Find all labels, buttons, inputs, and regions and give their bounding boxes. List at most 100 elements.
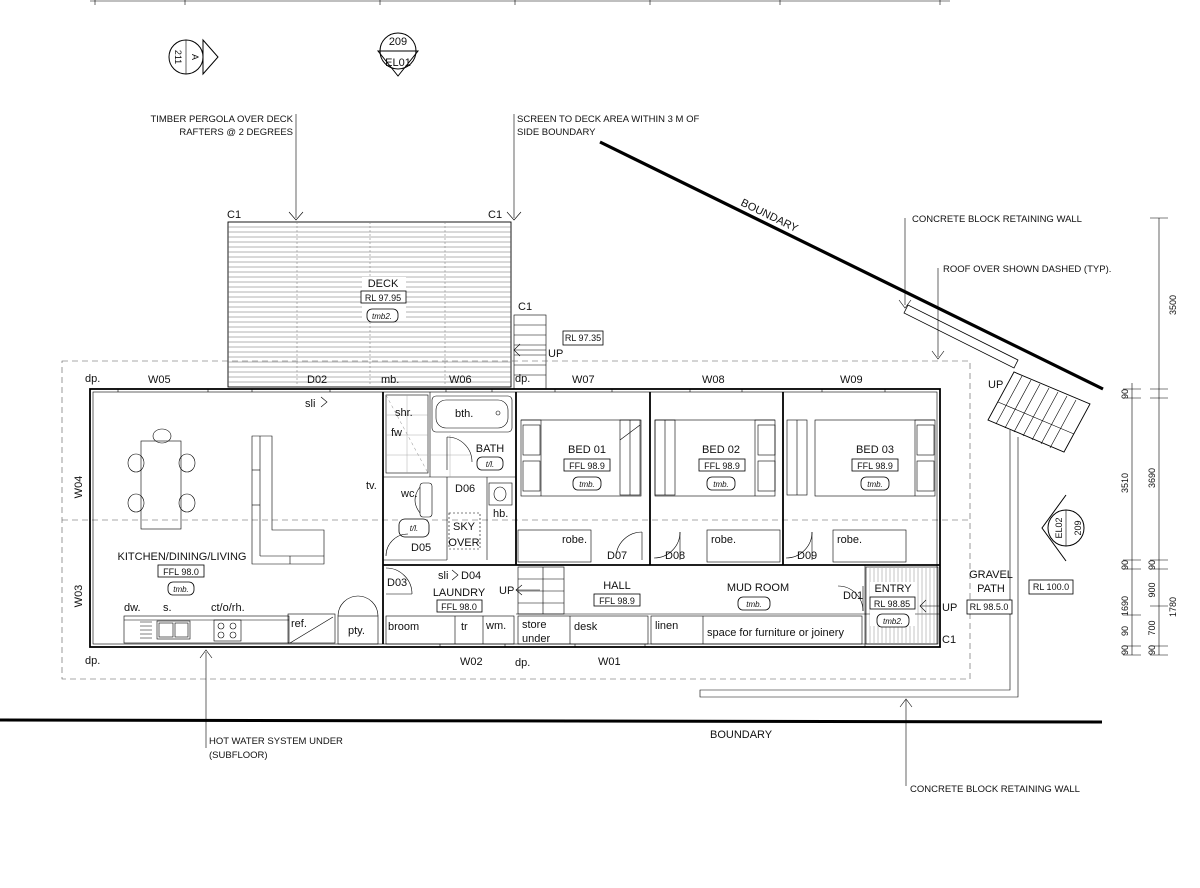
svg-text:tmb.: tmb. xyxy=(713,480,729,489)
svg-text:FFL 98.9: FFL 98.9 xyxy=(599,596,635,606)
pergola-note: TIMBER PERGOLA OVER DECK RAFTERS @ 2 DEG… xyxy=(150,114,304,221)
window-w02[interactable]: W02 xyxy=(460,656,483,668)
bedroom-03[interactable]: BED 03 FFL 98.9 tmb. robe. xyxy=(785,419,936,563)
svg-text:EL02: EL02 xyxy=(1054,517,1064,538)
window-w05[interactable]: W05 xyxy=(148,374,171,386)
hand-basin: hb. xyxy=(488,482,513,520)
laundry-tub: tr xyxy=(461,621,468,633)
window-w06[interactable]: W06 xyxy=(449,374,472,386)
door-d02[interactable]: D02 xyxy=(307,374,327,386)
column-c1-right: C1 xyxy=(488,209,502,221)
deck-finish: tmb2. xyxy=(372,312,392,321)
dim-1780: 1780 xyxy=(1168,597,1178,617)
svg-text:under: under xyxy=(522,633,550,645)
sofa xyxy=(251,435,325,565)
door-d09[interactable]: D09 xyxy=(797,550,817,562)
svg-text:tmb.: tmb. xyxy=(579,480,595,489)
door-d05[interactable]: D05 xyxy=(411,542,431,554)
wc-room[interactable]: wc. t/l. D05 xyxy=(385,482,433,557)
svg-text:t/l.: t/l. xyxy=(486,460,494,469)
wc: wc. xyxy=(400,488,418,500)
svg-text:RL 98.85: RL 98.85 xyxy=(874,599,910,609)
svg-text:TIMBER PERGOLA OVER DECK: TIMBER PERGOLA OVER DECK xyxy=(150,114,293,125)
door-d06[interactable]: D06 xyxy=(455,483,475,495)
svg-text:LAUNDRY: LAUNDRY xyxy=(433,587,486,599)
kitchen-bench xyxy=(123,595,379,645)
window-w04[interactable]: W04 xyxy=(73,476,85,499)
robe-03: robe. xyxy=(837,534,862,546)
elevation-code: EL01 xyxy=(385,57,411,69)
svg-text:tmb.: tmb. xyxy=(173,585,189,594)
dining-table xyxy=(127,428,196,530)
deck-steps: RL 97.35 UP xyxy=(513,314,604,390)
column-c1-left: C1 xyxy=(227,209,241,221)
linen-cupboard: linen xyxy=(655,620,678,632)
svg-text:CONCRETE BLOCK RETAINING WALL: CONCRETE BLOCK RETAINING WALL xyxy=(912,214,1082,225)
svg-text:UP: UP xyxy=(988,379,1003,391)
bathroom[interactable]: shr. fw bth. BATH t/l. xyxy=(385,394,513,477)
window-w07[interactable]: W07 xyxy=(572,374,595,386)
entry[interactable]: ENTRY RL 98.85 tmb2. UP xyxy=(865,566,957,645)
downpipe-br: dp. xyxy=(515,657,530,669)
section-marker-a[interactable]: 211 A xyxy=(168,38,219,76)
gravel-path: GRAVEL PATH RL 98.5.0 RL 100.0 xyxy=(966,569,1074,615)
pantry: pty. xyxy=(348,625,365,637)
deck[interactable]: DECK RL 97.95 tmb2. xyxy=(227,221,512,388)
floor-waste: fw xyxy=(391,427,402,439)
cooktop: ct/o/rh. xyxy=(211,602,245,614)
svg-text:FFL 98.0: FFL 98.0 xyxy=(163,567,199,577)
door-d08[interactable]: D08 xyxy=(665,550,685,562)
store-under-stairs: store xyxy=(522,619,546,631)
svg-text:RAFTERS @ 2 DEGREES: RAFTERS @ 2 DEGREES xyxy=(179,127,293,138)
svg-text:SKY: SKY xyxy=(453,521,476,533)
svg-text:HALL: HALL xyxy=(603,580,631,592)
robe-02: robe. xyxy=(711,534,736,546)
door-d03[interactable]: D03 xyxy=(387,577,407,589)
svg-text:FFL 98.9: FFL 98.9 xyxy=(569,461,605,471)
dim-90-d: 90 xyxy=(1120,626,1130,636)
elevation-marker-el02[interactable]: EL02 209 xyxy=(1041,494,1085,562)
svg-text:BOUNDARY: BOUNDARY xyxy=(710,729,773,741)
skylight: SKY OVER xyxy=(448,512,481,550)
svg-text:BATH: BATH xyxy=(476,443,505,455)
door-d04[interactable]: D04 xyxy=(461,570,481,582)
door-d07[interactable]: D07 xyxy=(607,550,627,562)
sliding-door-d02[interactable]: sli xyxy=(305,396,328,410)
window-w08[interactable]: W08 xyxy=(702,374,725,386)
furniture-space: space for furniture or joinery xyxy=(707,627,844,639)
svg-text:BED 01: BED 01 xyxy=(568,444,606,456)
svg-text:UP: UP xyxy=(499,585,514,597)
bedroom-02[interactable]: BED 02 FFL 98.9 tmb. robe. xyxy=(653,419,781,563)
svg-text:PATH: PATH xyxy=(977,583,1005,595)
svg-text:tmb2.: tmb2. xyxy=(883,617,903,626)
elevation-marker-el01[interactable]: 209 EL01 xyxy=(376,32,420,77)
svg-text:hb.: hb. xyxy=(493,508,508,520)
mud-room[interactable]: MUD ROOM tmb. linen space for furniture … xyxy=(650,582,864,645)
svg-text:sli: sli xyxy=(438,570,448,582)
window-w03[interactable]: W03 xyxy=(73,585,85,608)
svg-text:KITCHEN/DINING/LIVING: KITCHEN/DINING/LIVING xyxy=(118,551,247,563)
fridge: ref. xyxy=(291,618,307,630)
svg-text:SIDE BOUNDARY: SIDE BOUNDARY xyxy=(517,127,596,138)
laundry[interactable]: D03 sli D04 LAUNDRY FFL 98.0 broom tr wm… xyxy=(385,567,515,645)
svg-text:RL 100.0: RL 100.0 xyxy=(1033,582,1069,592)
door-d01[interactable]: D01 xyxy=(843,590,863,602)
deck-name: DECK xyxy=(368,278,399,290)
bedroom-01[interactable]: BED 01 FFL 98.9 tmb. robe. xyxy=(517,419,643,563)
svg-text:UP: UP xyxy=(942,602,957,614)
svg-text:GRAVEL: GRAVEL xyxy=(969,569,1013,581)
broom-cupboard: broom xyxy=(388,621,419,633)
window-w01[interactable]: W01 xyxy=(598,656,621,668)
window-w09[interactable]: W09 xyxy=(840,374,863,386)
svg-text:BED 03: BED 03 xyxy=(856,444,894,456)
tv: tv. xyxy=(366,480,377,492)
hall[interactable]: UP HALL FFL 98.9 store under desk xyxy=(499,566,649,645)
svg-text:t/l.: t/l. xyxy=(410,524,418,533)
dim-1690: 1690 xyxy=(1120,596,1130,616)
dimension-texts: 3500 90 3510 3690 90 90 900 1690 1780 90… xyxy=(1120,295,1178,655)
svg-text:SCREEN TO DECK AREA WITHIN 3 M: SCREEN TO DECK AREA WITHIN 3 M OF xyxy=(517,114,699,125)
desk: desk xyxy=(574,621,598,633)
svg-text:ROOF OVER SHOWN DASHED (TYP).: ROOF OVER SHOWN DASHED (TYP). xyxy=(943,264,1111,275)
washing-machine: wm. xyxy=(485,620,506,632)
